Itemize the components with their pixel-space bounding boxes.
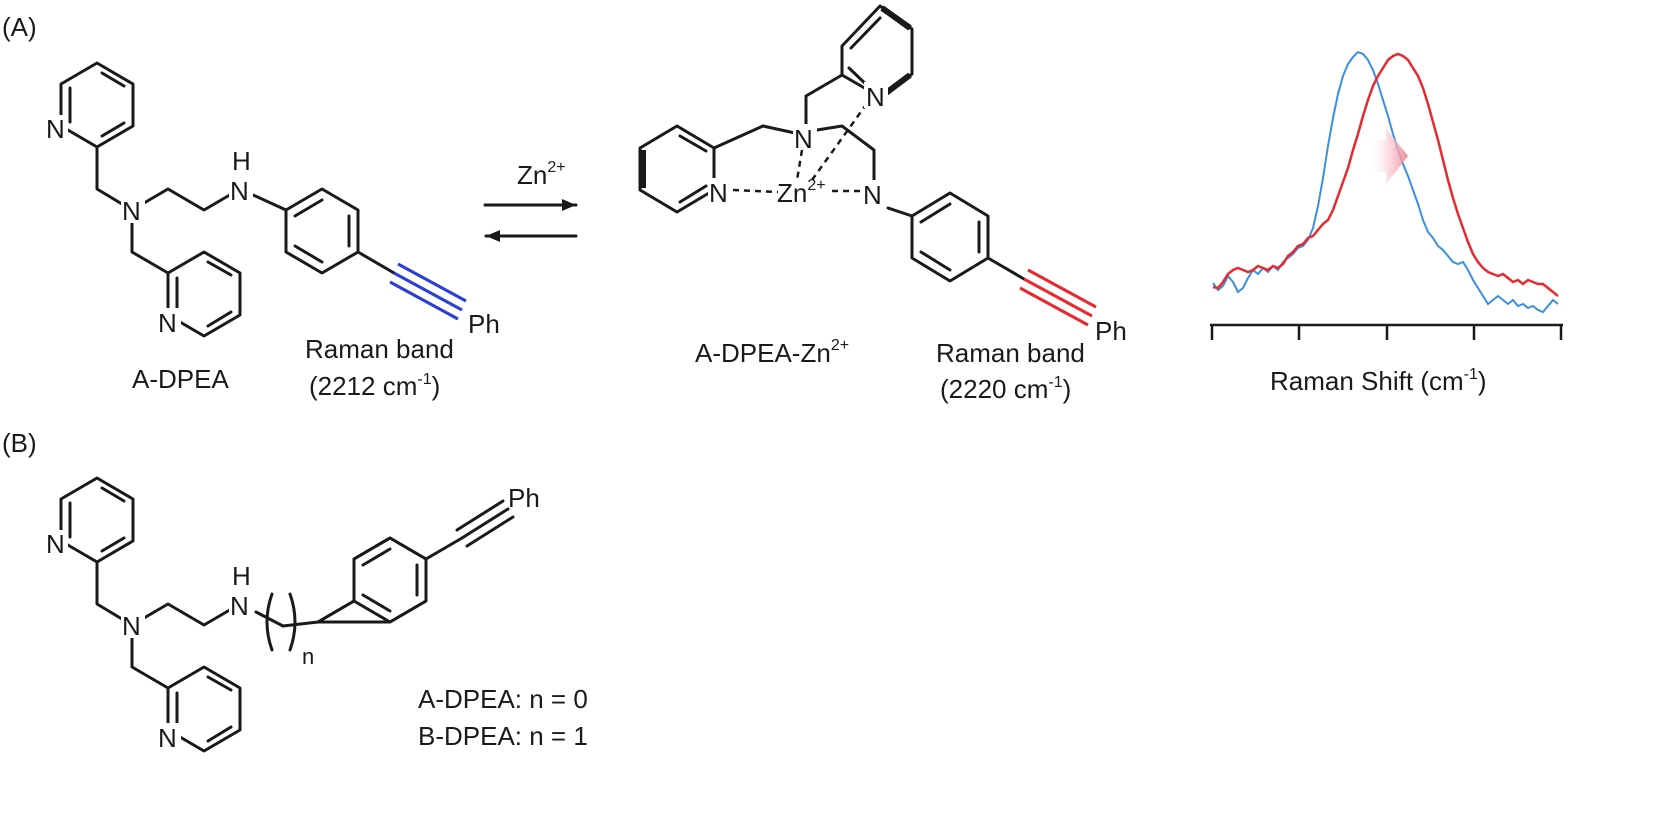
raman-spectrum: Raman Shift (cm-1) bbox=[1210, 50, 1563, 396]
raman-band-free-label: Raman band bbox=[305, 334, 454, 364]
panel-b-label: (B) bbox=[2, 428, 37, 458]
legend-a-dpea: A-DPEA: n = 0 bbox=[418, 684, 588, 714]
atom-n-pyridine-1: N bbox=[46, 114, 65, 144]
complex-n-amine: N bbox=[794, 124, 813, 154]
b-repeat-subscript: n bbox=[302, 644, 314, 669]
spectrum-axis-ticks bbox=[1210, 325, 1563, 340]
phenyl-label-complex: Ph bbox=[1095, 316, 1127, 346]
b-atom-n-aniline: N bbox=[230, 591, 249, 621]
shift-arrow-icon bbox=[1370, 128, 1408, 184]
b-atom-n-pyridine-1: N bbox=[46, 529, 65, 559]
spectrum-zinc-complex bbox=[1212, 52, 1559, 297]
raman-band-free-value: (2212 cm-1) bbox=[309, 371, 440, 401]
spectrum-x-axis-label: Raman Shift (cm-1) bbox=[1270, 366, 1487, 396]
b-atom-n-pyridine-2: N bbox=[158, 723, 177, 753]
raman-band-complex-label: Raman band bbox=[936, 338, 1085, 368]
spectrum-free-ligand bbox=[1212, 50, 1559, 314]
atom-n-aniline: N bbox=[230, 176, 249, 206]
panel-a-label: (A) bbox=[2, 12, 37, 42]
complex-n-aniline: N bbox=[863, 180, 882, 210]
complex-alkyne-bond bbox=[1019, 268, 1097, 327]
legend-b-dpea: B-DPEA: n = 1 bbox=[418, 721, 588, 751]
raman-band-complex-value: (2220 cm-1) bbox=[940, 374, 1071, 404]
complex-zinc: Zn2+ bbox=[777, 177, 826, 208]
complex-name: A-DPEA-Zn2+ bbox=[695, 337, 849, 368]
reagent-zinc-label: Zn2+ bbox=[517, 159, 566, 190]
complex-n-pyridine-left: N bbox=[709, 178, 728, 208]
b-atom-n-amine: N bbox=[122, 611, 141, 641]
complex-structure bbox=[638, 4, 1026, 283]
b-atom-h-aniline: H bbox=[232, 561, 251, 591]
phenyl-label-free: Ph bbox=[468, 309, 500, 339]
free-alkyne-bond bbox=[389, 262, 467, 321]
coordination-bonds bbox=[732, 101, 870, 194]
b-phenyl-label: Ph bbox=[508, 483, 540, 513]
atom-n-amine: N bbox=[122, 196, 141, 226]
free-ligand-name: A-DPEA bbox=[132, 364, 229, 394]
equilibrium-arrows bbox=[483, 199, 578, 242]
atom-n-pyridine-2: N bbox=[158, 308, 177, 338]
free-ligand-structure bbox=[59, 61, 396, 338]
complex-n-pyridine-top: N bbox=[866, 82, 885, 112]
atom-h-aniline: H bbox=[232, 146, 251, 176]
